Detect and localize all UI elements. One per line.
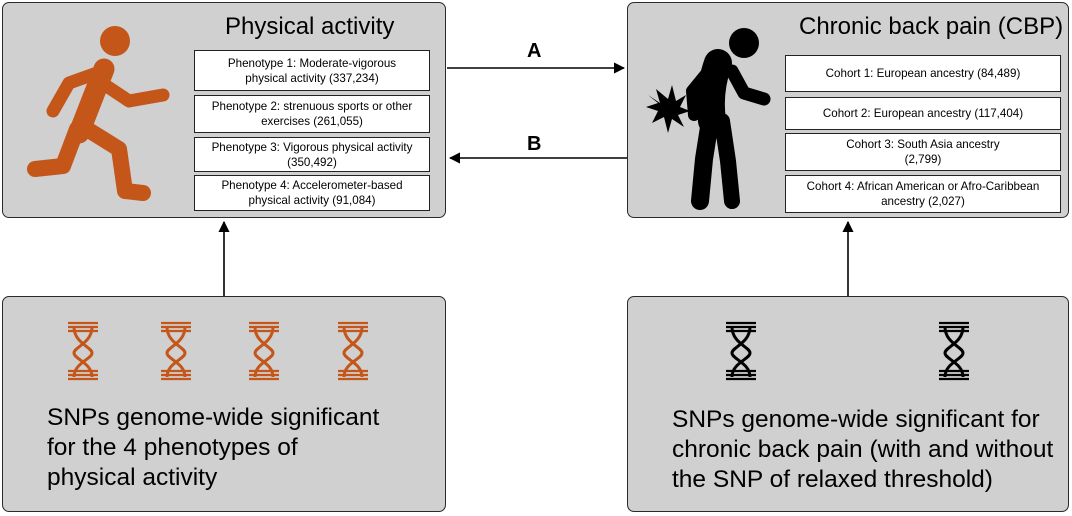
phenotype-3-line2: (350,492) (287, 155, 337, 169)
phenotype-3-box: Phenotype 3: Vigorous physical activity(… (194, 137, 430, 172)
phenotype-1-line1: Phenotype 1: Moderate-vigorous (227, 56, 397, 70)
cohort-3-box: Cohort 3: South Asia ancestry (2,799) (785, 133, 1061, 171)
dna-icon (68, 321, 98, 381)
pain-burst (646, 85, 690, 133)
dna-icon (939, 321, 969, 381)
snp-cbp-line: chronic back pain (with and without (672, 436, 1054, 463)
runner-icon (27, 26, 170, 201)
snp-cbp-panel: SNPs genome-wide significant for chronic… (627, 296, 1069, 512)
phenotype-2-box: Phenotype 2: strenuous sports or other ex… (194, 95, 430, 133)
snp-pa-line: SNPs genome-wide significant (47, 404, 380, 431)
snp-pa-line: physical activity (47, 464, 218, 491)
phenotype-4-box: Phenotype 4: Accelerometer-based physical… (194, 175, 430, 211)
snp-pa-text: SNPs genome-wide significant for the 4 p… (47, 403, 379, 493)
physical-activity-title: Physical activity (225, 13, 395, 40)
cohort-3-line1: Cohort 3: South Asia ancestry (846, 138, 1000, 151)
cohort-4-line1: Cohort 4: African American or Afro-Carib… (806, 180, 1040, 193)
cohort-3-line2: (2,799) (904, 153, 942, 166)
cohort-2-box: Cohort 2: European ancestry (117,404) (785, 97, 1061, 130)
snp-pa-panel: SNPs genome-wide significant for the 4 p… (2, 296, 446, 512)
arrow-b-label: B (527, 133, 542, 155)
physical-activity-panel: Physical activity Phenotype 1: Moderate-… (2, 2, 446, 218)
back-pain-person-icon (646, 28, 771, 210)
snp-pa-line: for the 4 phenotypes of (47, 434, 298, 461)
snp-cbp-line: SNPs genome-wide significant for (672, 406, 1040, 433)
cbp-title: Chronic back pain (CBP) (799, 13, 1064, 40)
cohort-1-line1: Cohort 1: European ancestry (84,489) (825, 67, 1021, 80)
cohort-1-box: Cohort 1: European ancestry (84,489) (785, 55, 1061, 92)
phenotype-4-line1: Phenotype 4: Accelerometer-based (221, 179, 403, 192)
cohort-2-line1: Cohort 2: European ancestry (117,404) (822, 107, 1024, 120)
cohort-4-box: Cohort 4: African American or Afro-Carib… (785, 175, 1061, 213)
phenotype-3-line1: Phenotype 3: Vigorous physical activity (211, 140, 413, 154)
phenotype-2-line1: Phenotype 2: strenuous sports or other (211, 100, 413, 113)
phenotype-1-line2: physical activity (337,234) (245, 71, 379, 85)
snp-cbp-line: the SNP of relaxed threshold) (672, 466, 993, 493)
dna-icon (161, 321, 191, 381)
cbp-panel: Chronic back pain (CBP) Cohort 1: Europe… (627, 2, 1069, 218)
snp-cbp-text: SNPs genome-wide significant for chronic… (672, 405, 1053, 495)
dna-icon (249, 321, 279, 381)
cohort-4-line2: ancestry (2,027) (881, 195, 965, 208)
dna-icon (726, 321, 756, 381)
phenotype-2-line2: exercises (261,055) (261, 115, 363, 128)
dna-icon (338, 321, 368, 381)
phenotype-4-line2: physical activity (91,084) (248, 194, 376, 207)
arrow-a-label: A (527, 40, 542, 62)
